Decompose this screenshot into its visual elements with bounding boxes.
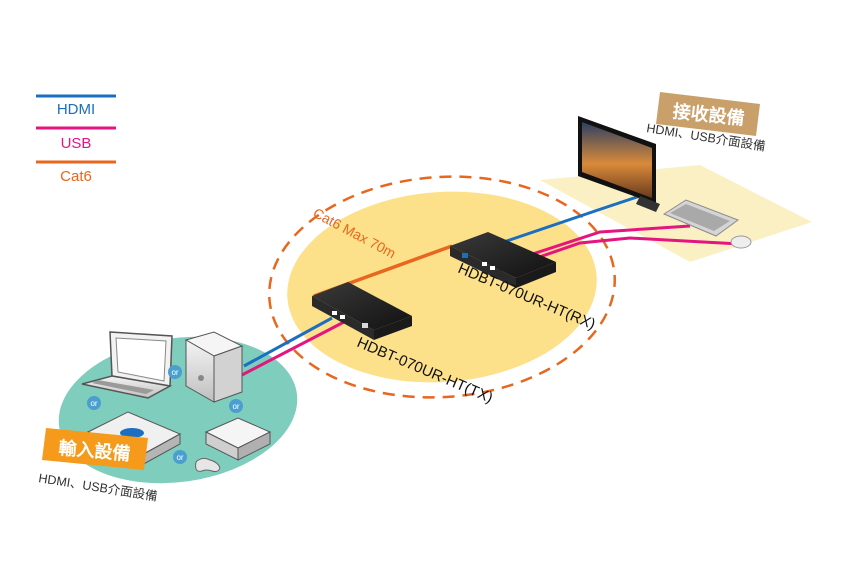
or-dot: or [168,365,182,379]
keyboard-icon [662,199,740,237]
input-zone [58,336,298,484]
or-dot: or [173,450,187,464]
legend-usb-label: USB [61,135,92,152]
laptop-icon [81,331,173,399]
pc-tower-icon [184,331,244,403]
gamepad-icon [195,457,221,473]
hdmi-cable-output [497,194,641,246]
monitor-icon [578,116,660,212]
range-boundary [268,175,616,399]
legend-cat6-label: Cat6 [60,168,92,185]
tx-extender [312,282,412,340]
or-dot: or [87,396,101,410]
mouse-icon [730,235,752,249]
output-group-badge: 接收設備 [656,92,760,136]
svg-text:or: or [176,453,183,462]
legend-hdmi-label: HDMI [57,101,95,118]
svg-text:or: or [171,368,178,377]
svg-text:or: or [232,402,239,411]
legend: HDMI USB Cat6 [36,94,116,185]
hdmi-cable-input [243,316,333,368]
game-console-icon [204,417,272,461]
svg-text:or: or [90,399,97,408]
or-dot: or [229,399,243,413]
usb-cable-input [239,320,345,378]
input-group-badge: 輸入設備 [42,428,148,470]
rx-extender [450,232,556,288]
